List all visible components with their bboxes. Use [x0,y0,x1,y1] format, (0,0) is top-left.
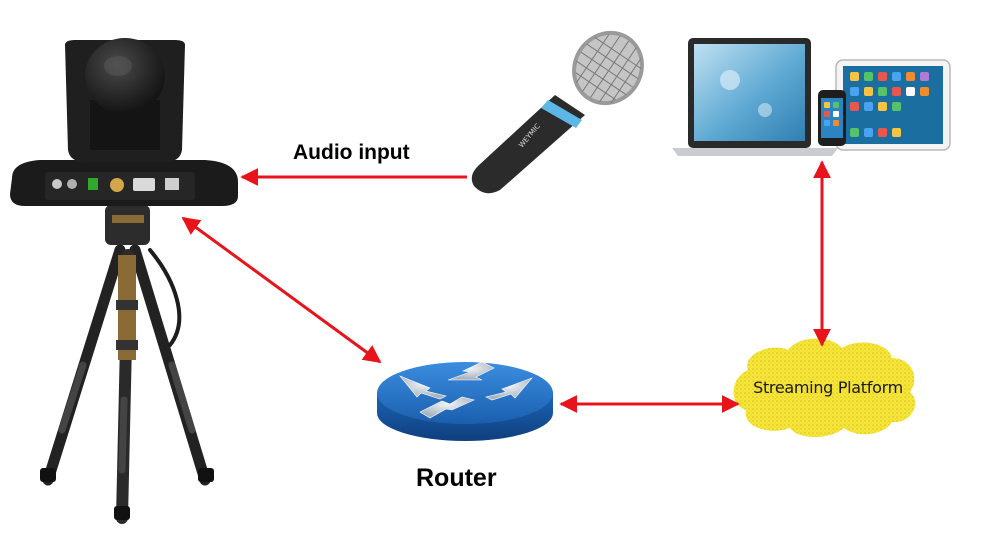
cloud-icon [733,338,916,437]
audio-input-label: Audio input [293,141,410,164]
microphone-icon: WEYMIC [471,30,644,194]
ptz-camera-icon [10,38,238,524]
router-label: Router [416,464,497,492]
router-icon [377,361,553,441]
arrow-camera-router [181,216,382,364]
tripod [40,244,214,524]
devices-icon [672,38,951,156]
connection-arrows [181,160,831,413]
streaming-platform-label: Streaming Platform [753,378,903,397]
app-icons [850,72,929,137]
